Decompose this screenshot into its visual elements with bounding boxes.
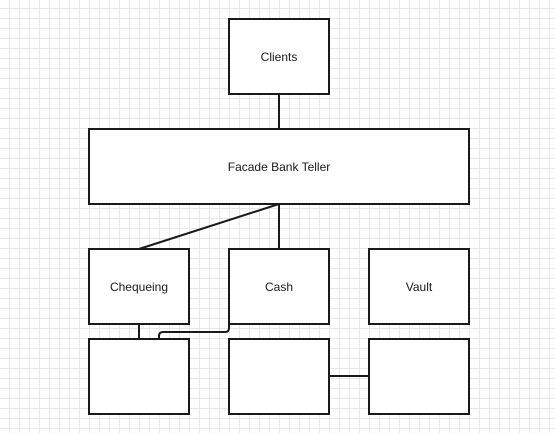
empty-box-right[interactable] — [368, 338, 470, 415]
edge-facade-chequeing — [138, 203, 280, 250]
cash-node[interactable]: Cash — [228, 248, 330, 325]
empty-box-middle[interactable] — [228, 338, 330, 415]
empty-box-left[interactable] — [88, 338, 190, 415]
vault-node[interactable]: Vault — [368, 248, 470, 325]
chequeing-node[interactable]: Chequeing — [88, 248, 190, 325]
facade-bank-teller-node[interactable]: Facade Bank Teller — [88, 128, 470, 205]
clients-node[interactable]: Clients — [228, 18, 330, 95]
edge-cash-box-a — [158, 324, 230, 339]
